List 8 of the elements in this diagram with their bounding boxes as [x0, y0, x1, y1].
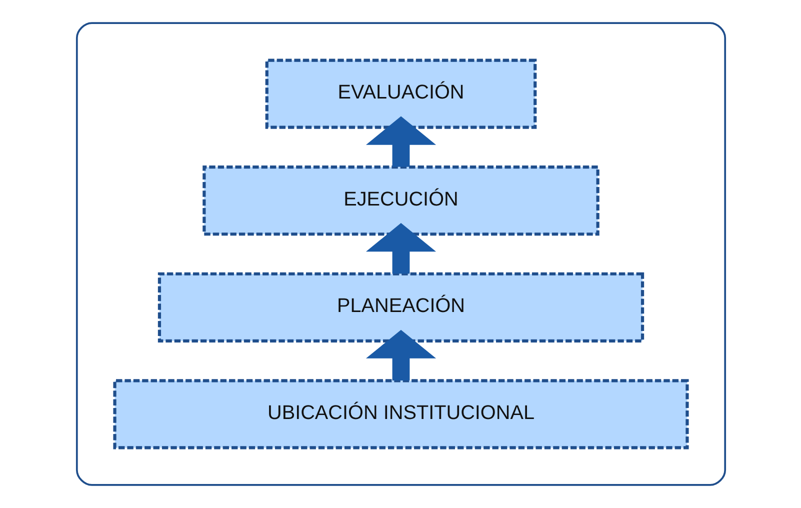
arrow: [365, 116, 436, 167]
arrow: [365, 330, 436, 380]
arrow: [365, 223, 436, 274]
node-box: EJECUCIÓN: [202, 166, 599, 236]
cluster: [75, 22, 726, 486]
node-box: EVALUACIÓN: [264, 58, 536, 129]
node-box: PLANEACIÓN: [157, 272, 644, 342]
node-box: UBICACIÓN INSTITUCIONAL: [112, 379, 688, 450]
